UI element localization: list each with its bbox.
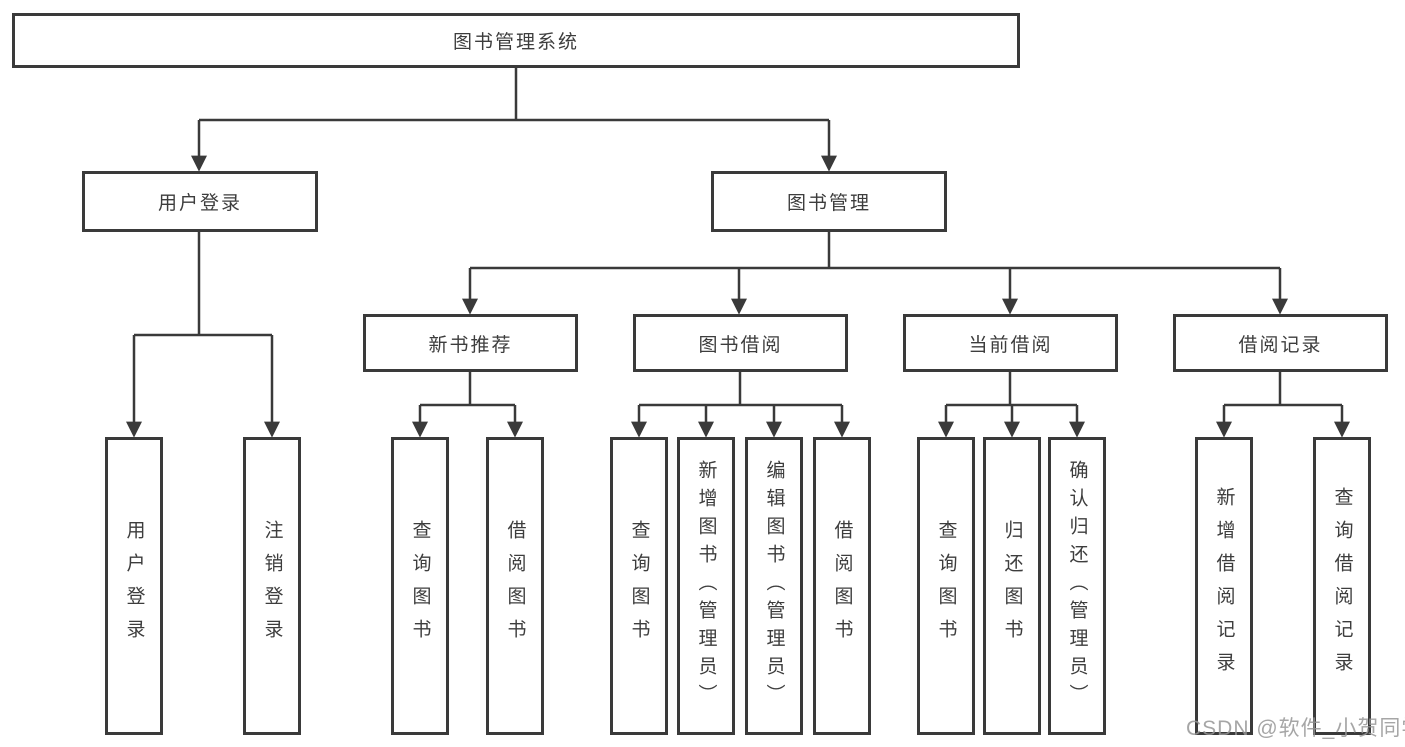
leaf-query-borrow-record: 查询借阅记录 — [1313, 437, 1371, 735]
leaf-confirm-return-admin: 确认归还（管理员） — [1048, 437, 1106, 735]
watermark: CSDN @软件_小贺同学 — [1186, 717, 1405, 740]
leaf-label: 新增图书（管理员） — [695, 460, 717, 712]
leaf-label: 借阅图书 — [504, 520, 526, 652]
node-borrowing-records: 借阅记录 — [1173, 314, 1388, 372]
leaf-edit-book-admin: 编辑图书（管理员） — [745, 437, 803, 735]
leaf-add-borrow-record: 新增借阅记录 — [1195, 437, 1253, 735]
leaf-label: 查询图书 — [409, 520, 431, 652]
node-book-management: 图书管理 — [711, 171, 947, 232]
leaf-query-books: 查询图书 — [610, 437, 668, 735]
connector-arrows — [125, 120, 1351, 438]
leaf-borrow-books: 借阅图书 — [486, 437, 544, 735]
node-root-system: 图书管理系统 — [12, 13, 1020, 68]
leaf-label: 编辑图书（管理员） — [763, 460, 785, 712]
leaf-label: 新增借阅记录 — [1213, 487, 1235, 685]
leaf-label: 归还图书 — [1001, 520, 1023, 652]
leaf-query-books: 查询图书 — [391, 437, 449, 735]
leaf-label: 用户登录 — [123, 520, 145, 652]
leaf-label: 查询借阅记录 — [1331, 487, 1353, 685]
connector-group — [125, 68, 1351, 438]
node-new-book-recommend: 新书推荐 — [363, 314, 578, 372]
leaf-user-login: 用户登录 — [105, 437, 163, 735]
leaf-label: 查询图书 — [935, 520, 957, 652]
leaf-return-book: 归还图书 — [983, 437, 1041, 735]
node-current-borrowing: 当前借阅 — [903, 314, 1118, 372]
node-user-login: 用户登录 — [82, 171, 318, 232]
connector-trunks — [134, 68, 1342, 407]
leaf-query-books: 查询图书 — [917, 437, 975, 735]
leaf-label: 借阅图书 — [831, 520, 853, 652]
leaf-label: 注销登录 — [261, 520, 283, 652]
leaf-logout: 注销登录 — [243, 437, 301, 735]
leaf-label: 确认归还（管理员） — [1066, 460, 1088, 712]
leaf-label: 查询图书 — [628, 520, 650, 652]
leaf-borrow-books: 借阅图书 — [813, 437, 871, 735]
leaf-add-book-admin: 新增图书（管理员） — [677, 437, 735, 735]
node-book-borrowing: 图书借阅 — [633, 314, 848, 372]
